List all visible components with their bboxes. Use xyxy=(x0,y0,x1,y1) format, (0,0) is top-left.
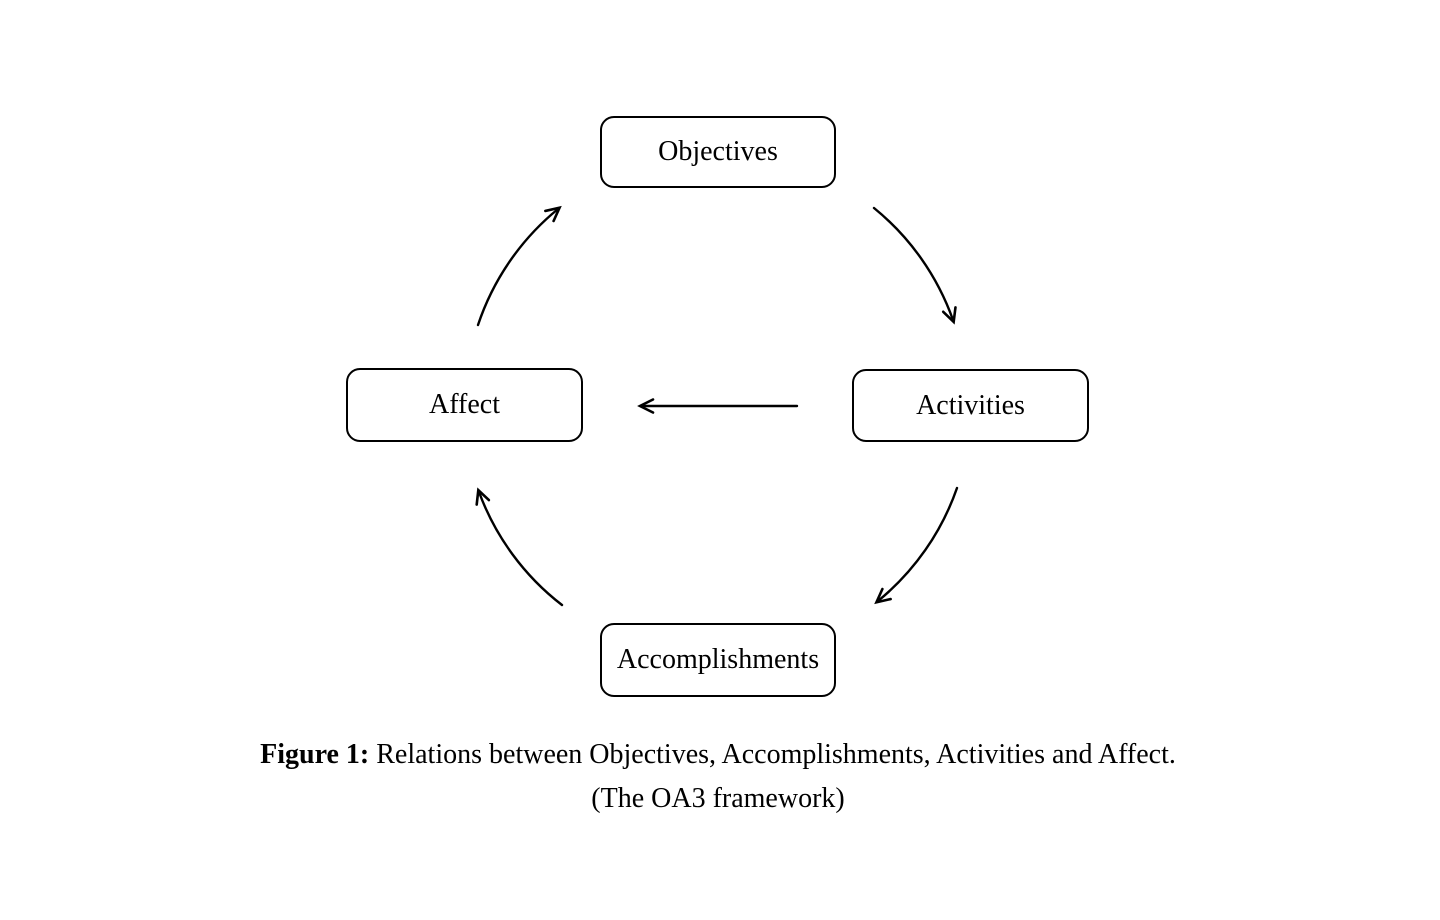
node-accomplishments-label: Accomplishments xyxy=(616,644,820,675)
figure-caption-text: Relations between Objectives, Accomplish… xyxy=(376,739,1176,770)
node-accomplishments: Accomplishments xyxy=(600,623,836,697)
node-activities: Activities xyxy=(852,369,1089,442)
figure-caption-subtitle: (The OA3 framework) xyxy=(591,783,845,814)
arrow-affect-to-objectives xyxy=(476,205,562,327)
figure-caption-number: Figure 1: xyxy=(260,739,370,770)
figure-caption-line-1: Figure 1: Relations between Objectives, … xyxy=(0,733,1436,777)
arrow-objectives-to-activities xyxy=(872,206,957,325)
arrow-activities-to-accomplishments xyxy=(874,486,959,605)
arrow-accomplishments-to-affect xyxy=(475,487,564,607)
node-objectives: Objectives xyxy=(600,116,836,188)
node-affect-label: Affect xyxy=(429,389,500,420)
figure-caption: Figure 1: Relations between Objectives, … xyxy=(0,733,1436,821)
node-objectives-label: Objectives xyxy=(658,136,778,167)
node-affect: Affect xyxy=(346,368,583,442)
node-activities-label: Activities xyxy=(916,389,1025,421)
